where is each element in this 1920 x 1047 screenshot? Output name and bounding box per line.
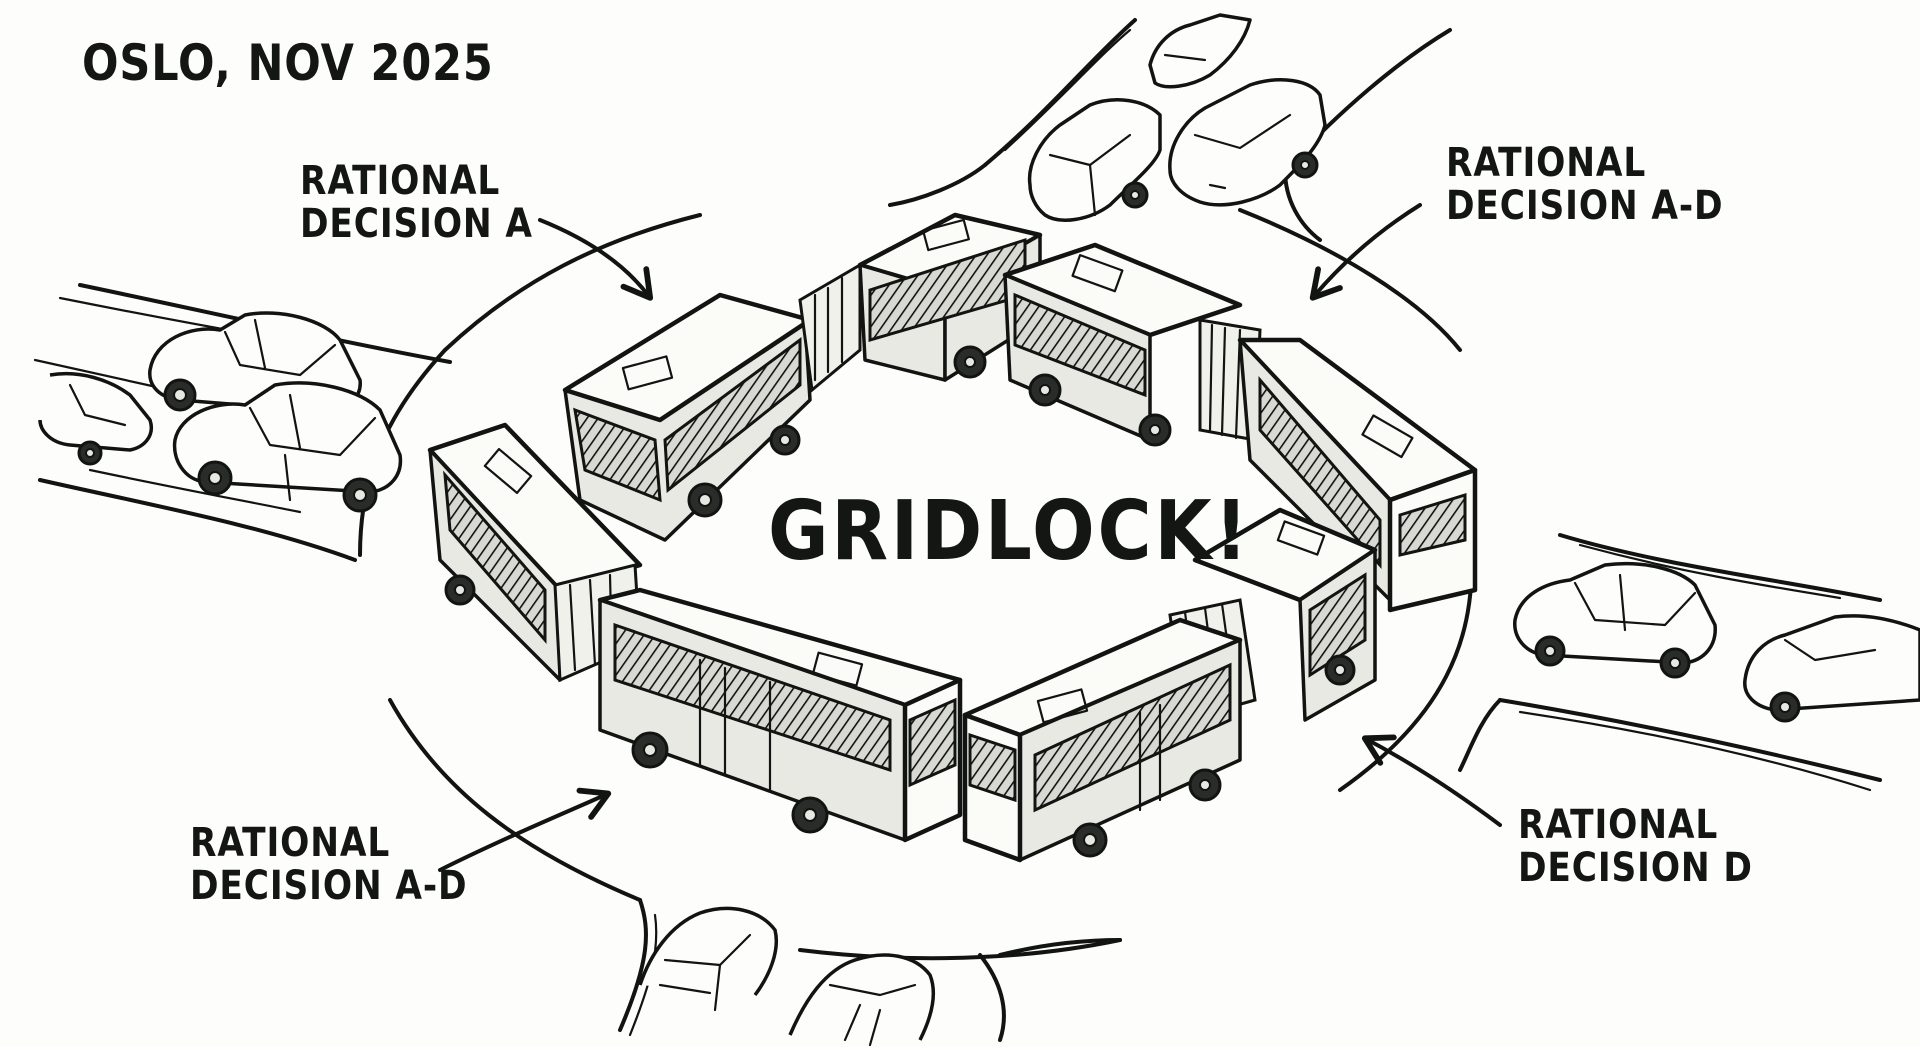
annotation-rational-decision-d: RATIONAL DECISION D [1518,802,1753,892]
annotation-line2: DECISION A-D [1446,183,1724,230]
annotation-line1: RATIONAL [300,158,501,204]
cars-east [1513,561,1920,723]
bus-northeast [1002,242,1478,613]
cars-north [1027,13,1327,222]
annotation-line1: RATIONAL [190,820,391,866]
annotation-line2: DECISION D [1518,845,1753,892]
annotation-line1: RATIONAL [1446,140,1647,186]
arrow-decision-ad-top [1309,203,1422,301]
cars-south [638,906,935,1047]
road-outlines [33,18,1882,1042]
annotation-line1: RATIONAL [1518,802,1719,848]
location-date-title: OSLO, NOV 2025 [82,34,494,92]
annotation-rational-decision-a-d-top: RATIONAL DECISION A-D [1446,140,1724,230]
gridlock-headline: GRIDLOCK! [768,484,1251,579]
arrow-decision-a [538,218,654,301]
annotation-rational-decision-a: RATIONAL DECISION A [300,158,533,248]
arrow-decision-d [1361,734,1502,827]
cars-west [38,311,403,513]
arrow-decision-ad-bottom [438,787,612,872]
annotation-rational-decision-a-d-bottom: RATIONAL DECISION A-D [190,820,468,910]
bus-southeast [962,507,1378,863]
annotation-line2: DECISION A-D [190,863,468,910]
annotation-line2: DECISION A [300,201,533,248]
annotation-arrows [438,203,1502,872]
bus-southwest [427,422,963,843]
